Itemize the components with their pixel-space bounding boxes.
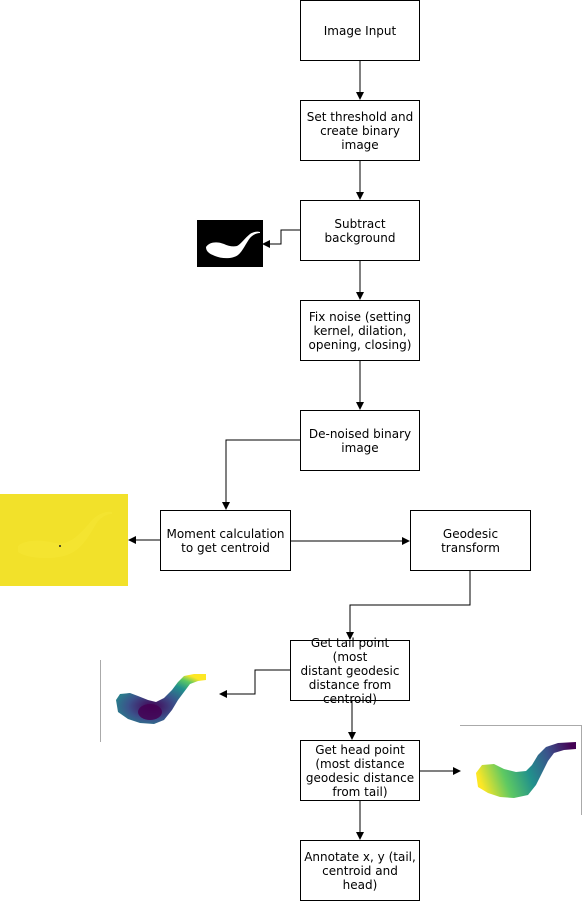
tail-distance-thumbnail (100, 660, 206, 742)
arrow-tail-to-dist-thumb (219, 669, 290, 698)
node-annotate: Annotate x, y (tail, centroid and head) (300, 840, 420, 901)
node-fix-noise: Fix noise (setting kernel, dilation, ope… (300, 300, 420, 361)
binary-image-thumbnail (197, 220, 263, 267)
centroid-image-thumbnail (0, 494, 128, 586)
node-moment-calculation: Moment calculation to get centroid (160, 510, 291, 571)
node-subtract-background: Subtract background (300, 200, 420, 261)
head-distance-thumbnail (460, 725, 582, 815)
node-denoised-binary: De-noised binary image (300, 410, 420, 471)
centroid-point (59, 545, 61, 547)
node-tail-point: Get tail point (most distant geodesic di… (290, 636, 410, 706)
node-geodesic-transform: Geodesic transform (410, 510, 531, 571)
arrow-geodesic-to-tail (346, 571, 471, 640)
arrow-subtract-to-binary-thumb (262, 229, 300, 248)
arrow-denoised-to-moment (222, 439, 300, 510)
node-threshold: Set threshold and create binary image (300, 100, 420, 161)
node-image-input: Image Input (300, 0, 420, 61)
node-head-point: Get head point (most distance geodesic d… (300, 740, 420, 801)
